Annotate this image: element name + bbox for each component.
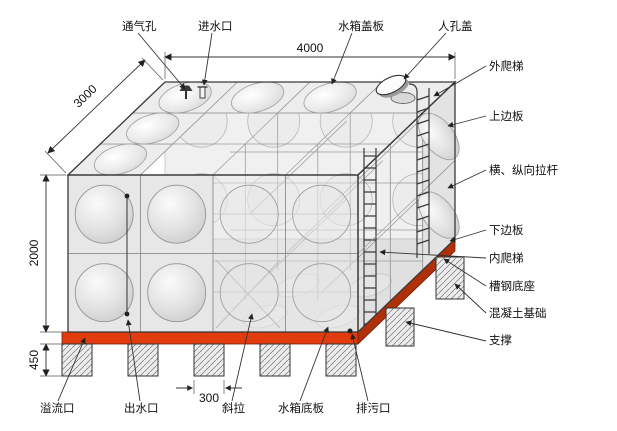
label-support: 支撑 [489,333,512,347]
dimension-450: 450 [27,343,62,377]
dimension-2000: 2000 [27,174,66,333]
leader-lower-side-plate [449,229,487,243]
external-ladder [408,83,430,258]
label-overflow-port: 溢流口 [40,401,75,415]
internal-ladder-rungs [364,155,376,325]
pipe-marker-dot [124,193,130,199]
leader-support [405,320,487,342]
concrete-block [385,307,415,347]
front-dome-cutaway [219,184,279,244]
pipe-marker-dot [124,311,130,317]
leader-drain-port [350,333,369,402]
label-water-outlet: 出水口 [124,401,159,415]
dim-height-text: 2000 [27,239,41,266]
front-dome [74,263,134,323]
front-dome-cutaway [219,263,279,323]
external-ladder-hook [408,83,418,93]
internal-ladder [363,148,377,326]
front-dome-cutaway [292,184,352,244]
dim-line [47,59,146,154]
label-internal-ladder: 内爬梯 [489,251,524,265]
concrete-block [61,343,93,377]
leader-tank-bottom-plate [299,326,329,402]
tie-rod-horizontal-rods [197,151,455,293]
manhole-neck [390,92,416,104]
concrete-block [325,343,357,377]
concrete-block [127,343,159,377]
label-channel-steel-base: 槽钢底座 [489,279,535,293]
label-tank-bottom-plate: 水箱底板 [278,401,324,415]
leader-vent-hole [137,32,186,90]
inlet-fitting [199,86,206,99]
dim-ext-lines [40,343,62,377]
dim-width-text: 4000 [297,41,324,55]
external-ladder-rails [416,88,430,258]
dim-ext-lines [40,174,66,333]
leader-overflow-port [57,337,86,402]
concrete-foundation-blocks [61,256,465,377]
dimension-4000: 4000 [164,41,456,79]
leader-diagonal-brace [231,313,254,402]
concrete-block [435,256,465,300]
leader-manhole [403,32,447,80]
part-labels: 通气孔 进水口 水箱盖板 人孔盖 外爬梯 上边板 横、纵向拉杆 下边板 内爬梯 … [40,19,558,415]
label-manhole-cover: 人孔盖 [438,19,473,33]
leader-external-ladder [433,65,487,97]
leader-concrete-foundation [454,283,487,314]
dimension-300: 300 [176,380,242,405]
front-panel-cutaway [285,174,359,254]
label-tank-cover-plate: 水箱盖板 [338,19,384,33]
front-dome [147,184,207,244]
front-dome [147,263,207,323]
label-vent-hole: 通气孔 [122,19,157,33]
leader-tie-rods [447,169,487,189]
dim-ext-lines [193,380,225,394]
leader-lines [57,32,487,402]
front-dome [74,184,134,244]
drain-port-marker [347,328,353,334]
label-tie-rods: 横、纵向拉杆 [489,163,558,177]
concrete-block [193,343,225,377]
dim-base-height-text: 450 [27,350,41,370]
leader-tank-cover [331,32,353,85]
label-drain-port: 排污口 [356,401,391,415]
label-water-inlet: 进水口 [198,20,233,33]
base-and-foundation [61,238,465,377]
external-ladder-rungs [416,95,430,245]
label-concrete-foundation: 混凝土基础 [489,306,547,320]
front-panel-cutaway [285,253,359,333]
dim-support-width-text: 300 [199,391,219,405]
leader-water-inlet [201,32,213,86]
label-upper-side-plate: 上边板 [489,109,524,123]
leader-water-outlet [125,319,141,402]
leader-upper-side-plate [447,115,487,128]
channel-steel-base-front [61,331,359,345]
leader-channel-steel-base [443,258,487,287]
label-diagonal-brace: 斜拉 [222,401,245,415]
dim-depth-text: 3000 [71,82,100,111]
front-dome-cutaway [292,263,352,323]
internal-ladder-rails [363,148,377,326]
back-wall-dome [247,173,301,227]
label-lower-side-plate: 下边板 [489,223,524,237]
front-face [67,174,359,333]
leader-internal-ladder [379,249,487,259]
concrete-block [259,343,291,377]
top-dome [231,81,285,114]
top-dome [303,81,357,114]
label-external-ladder: 外爬梯 [489,60,524,73]
